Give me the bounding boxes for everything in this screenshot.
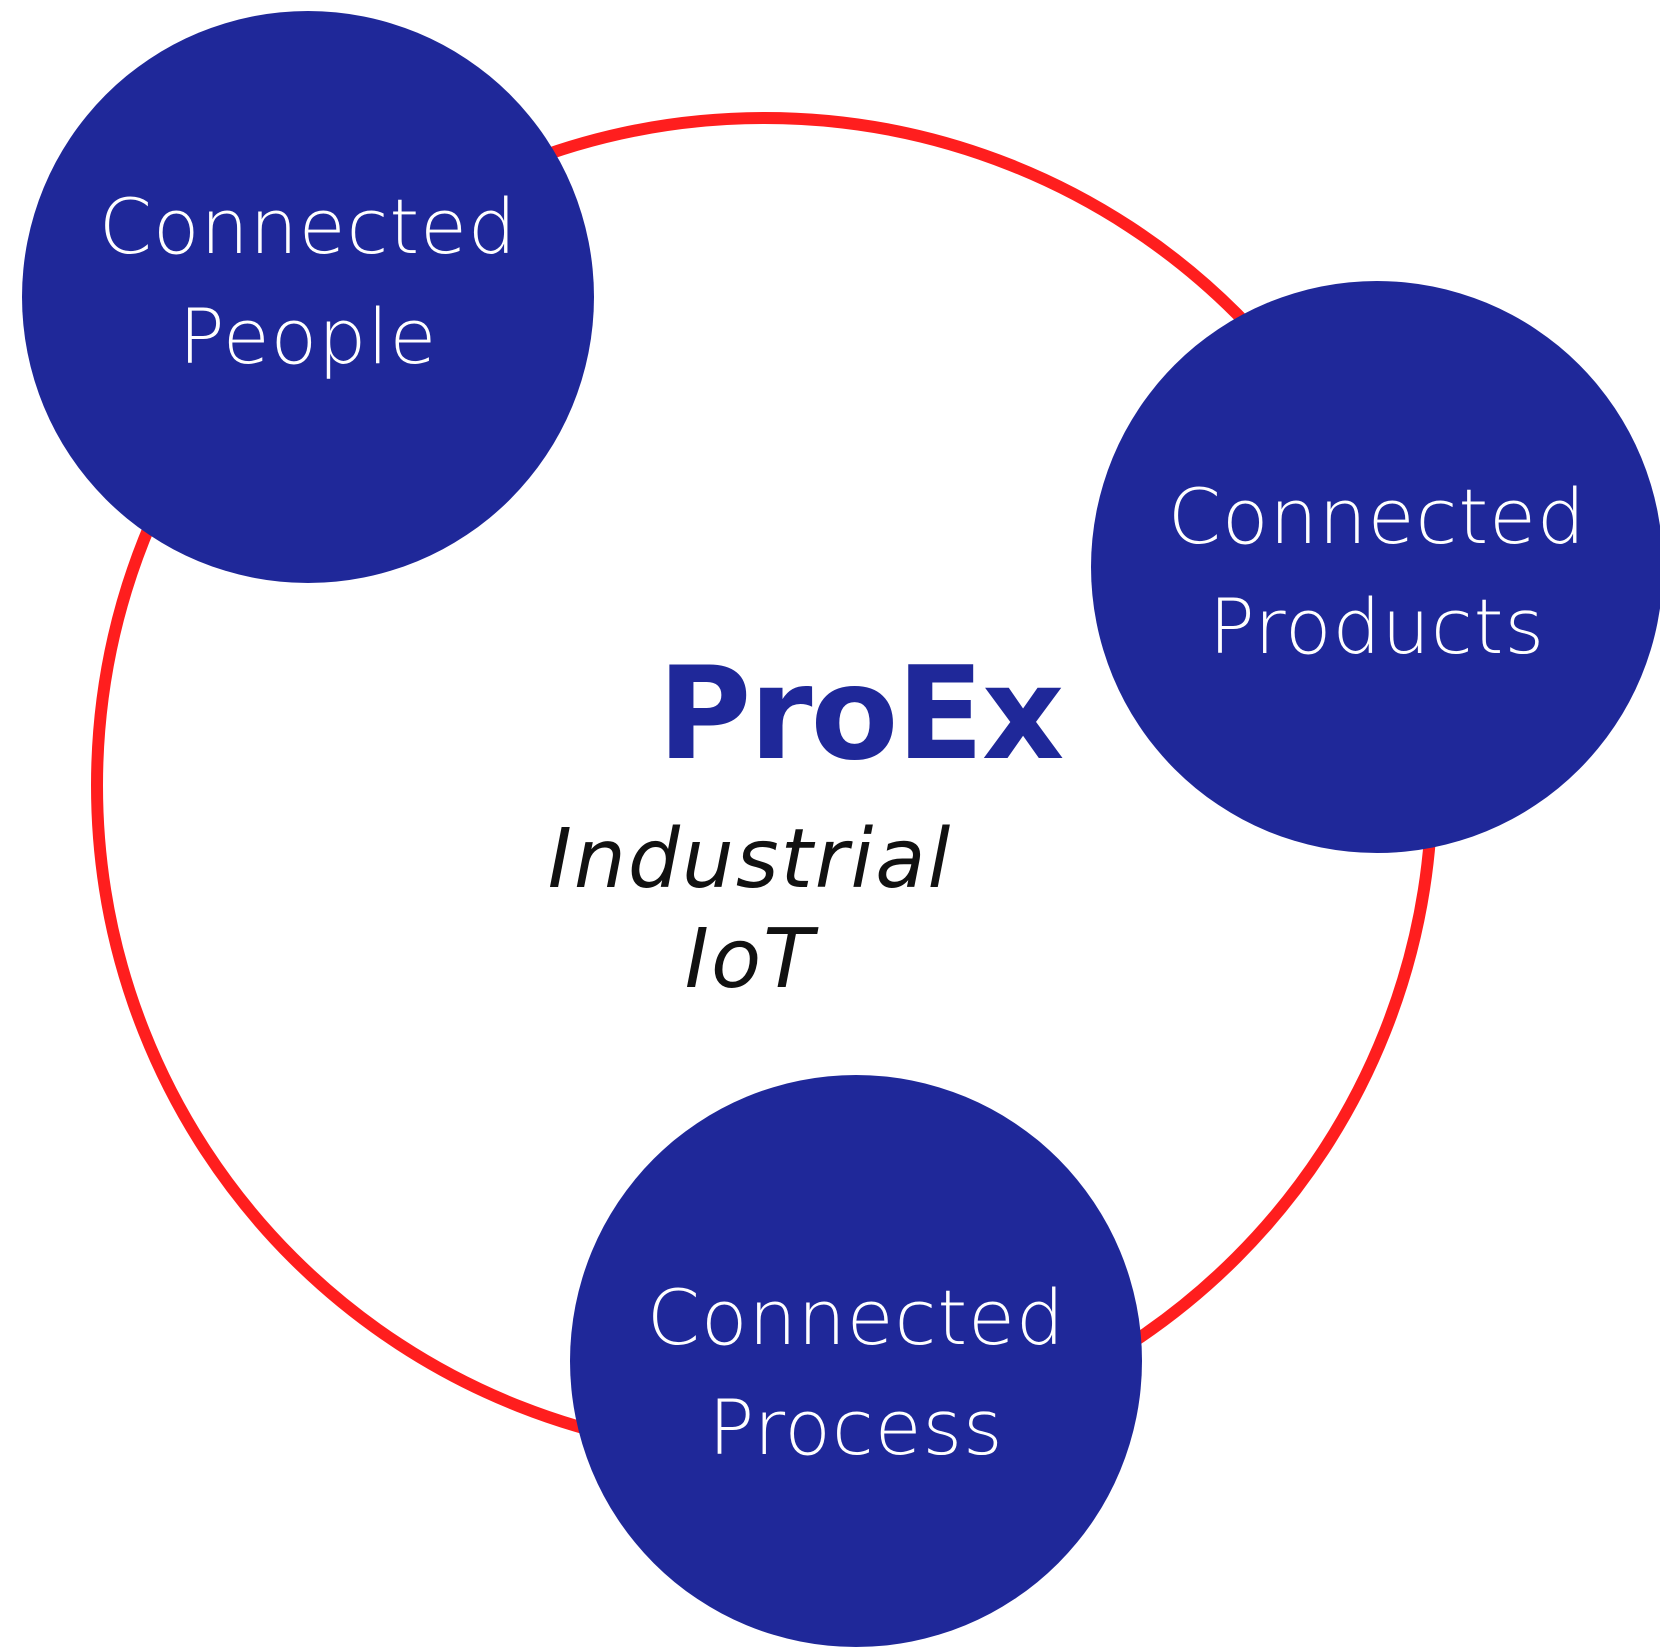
connected-products-node: Connected Products <box>1091 281 1660 853</box>
connected-process-line-2: Process <box>708 1383 1004 1472</box>
connected-people-line-2: People <box>178 292 438 381</box>
connected-products-line-1: Connected <box>1167 472 1587 561</box>
connected-products-label: Connected Products <box>1091 462 1660 682</box>
connected-process-line-1: Connected <box>646 1273 1066 1362</box>
industrial-iot-subtitle: Industrial IoT <box>547 812 953 1007</box>
connected-products-line-2: Products <box>1208 582 1546 671</box>
connected-process-label: Connected Process <box>570 1263 1142 1483</box>
connected-process-node: Connected Process <box>570 1075 1142 1647</box>
connected-people-label: Connected People <box>22 172 594 392</box>
proex-logo: ProEx <box>657 640 1065 789</box>
connected-people-line-1: Connected <box>98 182 518 271</box>
connected-people-node: Connected People <box>22 11 594 583</box>
